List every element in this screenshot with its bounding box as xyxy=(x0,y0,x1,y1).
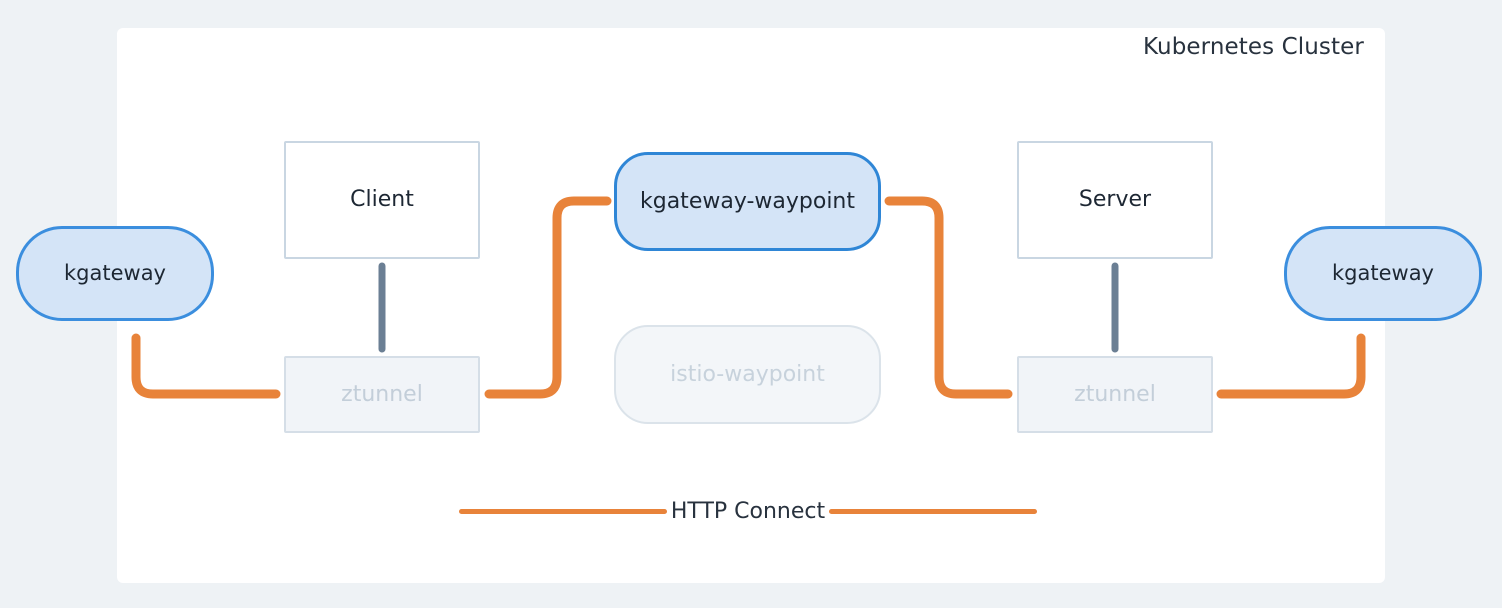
connector-waypoint-to-ztunnel-right xyxy=(884,196,1013,399)
page-title: Kubernetes Cluster xyxy=(1143,34,1364,60)
node-ztunnel-left[interactable]: ztunnel xyxy=(284,356,480,433)
connector-ztunnel-right-to-kgateway xyxy=(1216,333,1366,399)
node-kgateway-right[interactable]: kgateway xyxy=(1284,226,1482,321)
node-istio-waypoint[interactable]: istio-waypoint xyxy=(614,325,881,424)
node-istio-waypoint-label: istio-waypoint xyxy=(670,361,825,387)
node-kgateway-waypoint[interactable]: kgateway-waypoint xyxy=(614,152,881,251)
node-client[interactable]: Client xyxy=(284,141,480,259)
kubernetes-cluster-panel xyxy=(117,28,1385,583)
node-ztunnel-left-label: ztunnel xyxy=(341,381,423,407)
node-ztunnel-right[interactable]: ztunnel xyxy=(1017,356,1213,433)
connector-kgateway-left-to-ztunnel xyxy=(131,333,281,399)
node-ztunnel-right-label: ztunnel xyxy=(1074,381,1156,407)
legend-label: HTTP Connect xyxy=(670,498,826,524)
node-kgateway-left[interactable]: kgateway xyxy=(16,226,214,321)
legend-line-right xyxy=(829,508,1038,514)
legend-http-connect: HTTP Connect xyxy=(459,495,1038,527)
node-kgateway-waypoint-label: kgateway-waypoint xyxy=(640,188,855,214)
node-kgateway-left-label: kgateway xyxy=(64,261,166,285)
node-server[interactable]: Server xyxy=(1017,141,1213,259)
node-client-label: Client xyxy=(350,187,414,212)
node-server-label: Server xyxy=(1078,187,1152,212)
node-kgateway-right-label: kgateway xyxy=(1332,261,1434,285)
legend-line-left xyxy=(459,508,667,514)
connector-ztunnel-left-to-waypoint xyxy=(484,196,612,399)
